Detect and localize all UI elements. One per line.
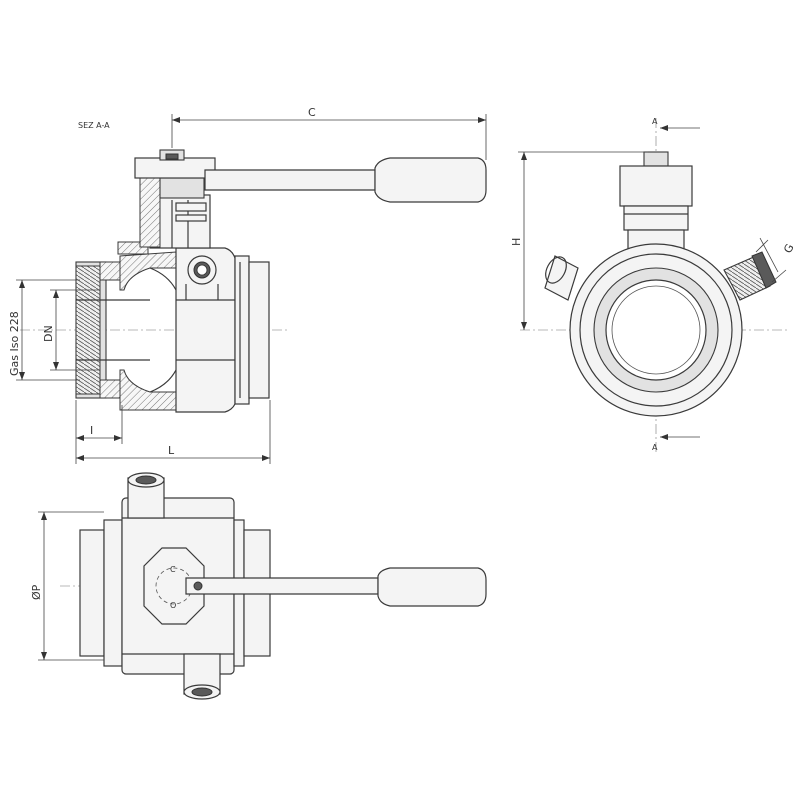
bottom-port xyxy=(183,653,221,700)
right-end xyxy=(234,255,270,405)
handle-lever xyxy=(204,157,487,203)
dimension-h: H xyxy=(510,151,648,330)
handle-lever-top xyxy=(185,567,487,607)
section-marker-top-label: A xyxy=(652,117,658,126)
dimension-l: L xyxy=(75,400,271,464)
handle-mark-open: O xyxy=(170,601,176,610)
section-label: SEZ A-A xyxy=(78,121,110,130)
dimension-dn: DN xyxy=(42,289,100,371)
dimension-i-label: I xyxy=(90,424,93,437)
stem-assembly xyxy=(117,149,216,255)
section-marker-top: A xyxy=(652,117,700,131)
dimension-dn-label: DN xyxy=(42,325,55,342)
dimension-l-label: L xyxy=(168,444,175,457)
dimension-p-label: ØP xyxy=(30,584,43,600)
dimension-c-label: C xyxy=(308,106,316,119)
dimension-gas-iso: Gas Iso 228 xyxy=(8,279,80,381)
dimension-p: ØP xyxy=(30,511,104,661)
dimension-h-label: H xyxy=(510,238,523,246)
dimension-c: C xyxy=(171,106,487,160)
top-view: C O ØP xyxy=(30,472,487,700)
threaded-end xyxy=(75,261,150,399)
handle-mark-closed: C xyxy=(170,565,176,574)
section-marker-bottom: A xyxy=(652,434,700,452)
dimension-i: I xyxy=(76,405,123,444)
side-view: A A H G xyxy=(510,117,797,452)
threaded-port xyxy=(723,251,777,301)
dimension-g-label: G xyxy=(781,242,796,256)
section-marker-bottom-label: A xyxy=(652,443,658,452)
section-view: SEZ A-A xyxy=(8,106,487,464)
top-port xyxy=(127,472,165,519)
dimension-gas-iso-label: Gas Iso 228 xyxy=(8,311,21,376)
valve-body-section xyxy=(119,247,240,413)
